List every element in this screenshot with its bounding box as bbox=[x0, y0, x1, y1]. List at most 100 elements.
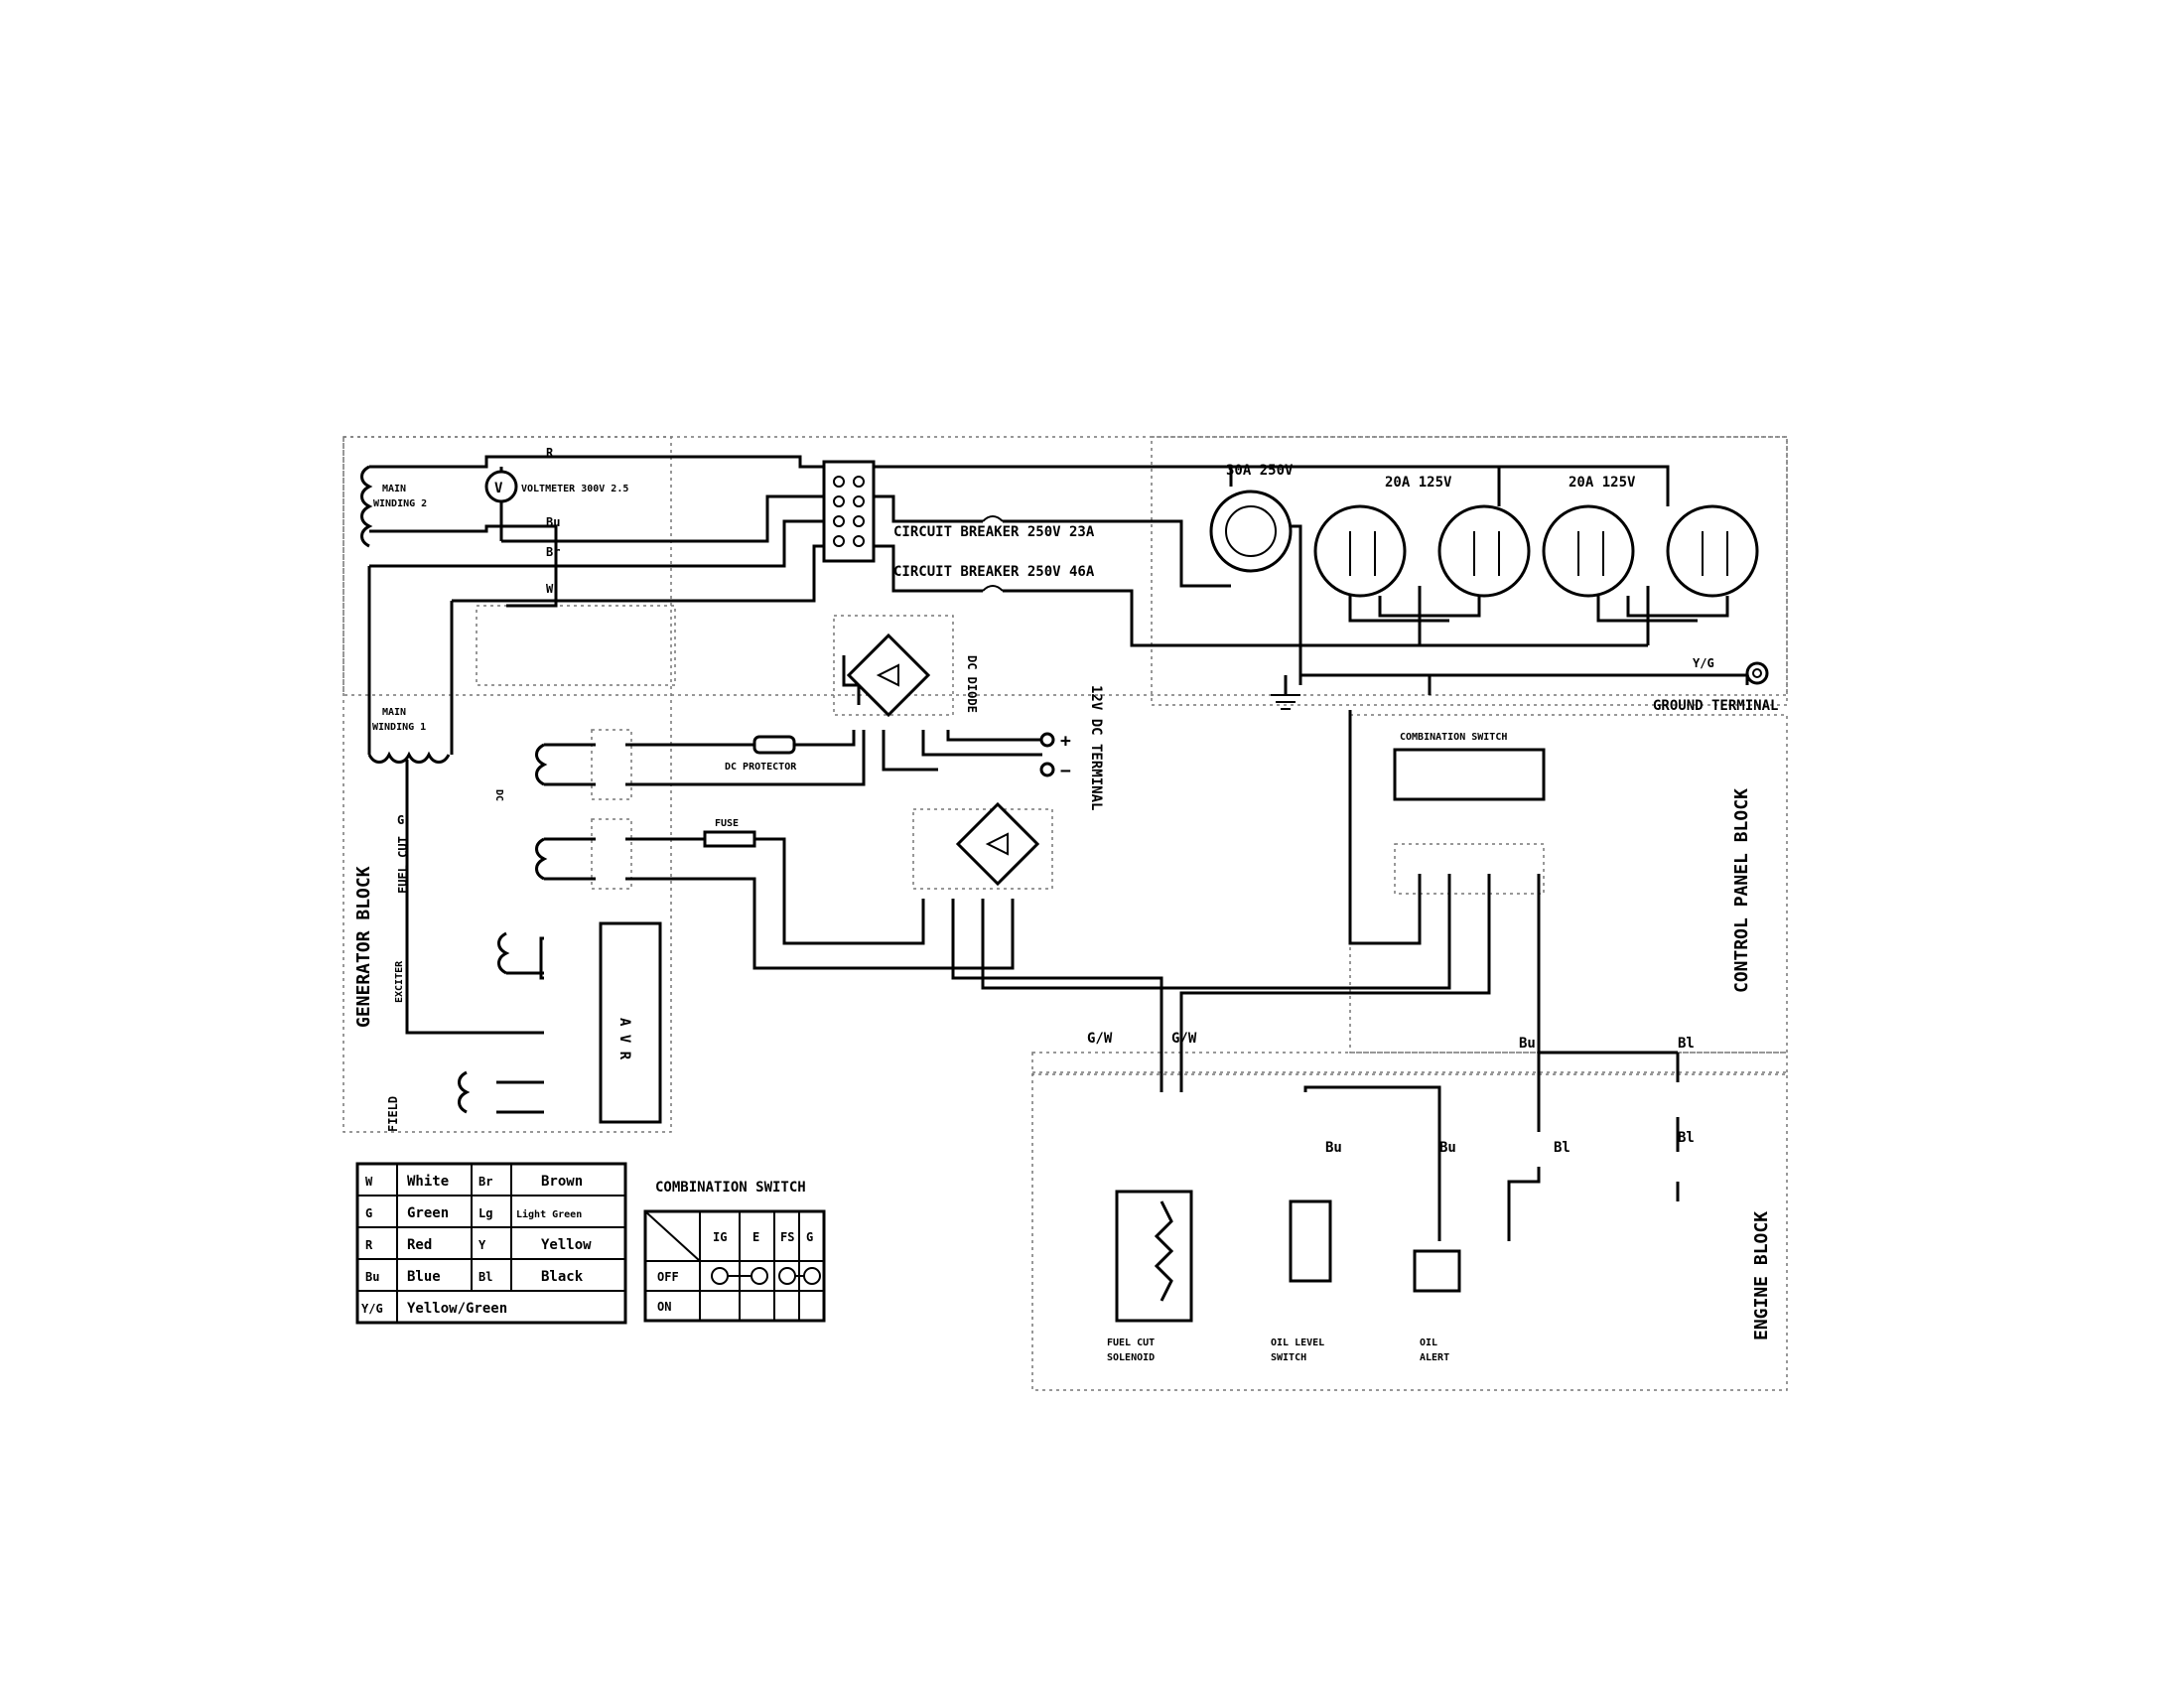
avr-label: A V R bbox=[616, 1018, 632, 1060]
legend-name: Yellow/Green bbox=[407, 1301, 507, 1317]
wire-tag-bl-2: Bl bbox=[1554, 1140, 1570, 1156]
main-winding-2-coil-icon bbox=[360, 465, 373, 548]
legend-rows: W White Br Brown G Green Lg Light Green … bbox=[361, 1174, 592, 1317]
outlet-20a-2-icon bbox=[1437, 504, 1531, 598]
wire-tag-br: Br bbox=[546, 545, 560, 559]
dc-minus-label: − bbox=[1060, 761, 1071, 781]
legend-name: Red bbox=[407, 1237, 432, 1253]
control-panel-block-label: CONTROL PANEL BLOCK bbox=[1731, 788, 1752, 993]
wire-tag-gw-2: G/W bbox=[1171, 1031, 1197, 1047]
oil-level-switch-label: OIL LEVEL bbox=[1271, 1337, 1324, 1348]
ground-icon bbox=[1271, 694, 1300, 710]
breaker-23a-icon bbox=[982, 515, 1004, 522]
field-winding-coil-icon bbox=[458, 1070, 471, 1114]
legend-name: Yellow bbox=[541, 1237, 592, 1253]
outlet-20a-2-label: 20A 125V bbox=[1569, 475, 1636, 491]
legend-name: Green bbox=[407, 1205, 449, 1221]
exciter-winding-coil-icon bbox=[497, 931, 510, 975]
outlet-30a-icon bbox=[1209, 490, 1293, 573]
fuel-cut-solenoid-icon bbox=[1115, 1190, 1193, 1323]
yg-label: Y/G bbox=[1693, 656, 1714, 670]
ground-terminal-label: GROUND TERMINAL bbox=[1653, 698, 1778, 714]
legend-name: White bbox=[407, 1174, 449, 1190]
rectifier-icon bbox=[955, 801, 1040, 887]
wire-tag-bu-2: Bu bbox=[1519, 1036, 1536, 1052]
legend-code: R bbox=[365, 1238, 373, 1252]
legend-code: W bbox=[365, 1175, 373, 1189]
wire-tag-g: G bbox=[397, 813, 404, 827]
dc-terminal-icon bbox=[1039, 732, 1055, 777]
legend-code: Y bbox=[478, 1238, 486, 1252]
switch-col-g: G bbox=[806, 1230, 813, 1244]
switch-table-title: COMBINATION SWITCH bbox=[655, 1180, 806, 1196]
wire-tag-r: R bbox=[546, 446, 554, 460]
circuit-breaker-23a-label: CIRCUIT BREAKER 250V 23A bbox=[893, 524, 1095, 540]
dc-plus-label: + bbox=[1060, 731, 1071, 752]
main-winding-1-coil-icon bbox=[367, 751, 451, 764]
switch-col-ig: IG bbox=[713, 1230, 727, 1244]
main-winding-1-label-2: WINDING 1 bbox=[372, 722, 426, 733]
oil-alert-label: OIL bbox=[1420, 1337, 1437, 1348]
wire-tag-bu-4: Bu bbox=[1439, 1140, 1456, 1156]
outlet-30a-label: 30A 250V bbox=[1226, 463, 1294, 479]
dc-diode-label: DC DIODE bbox=[965, 655, 979, 713]
fuel-cut-solenoid-label-2: SOLENOID bbox=[1107, 1352, 1155, 1363]
wire-tag-bu: Bu bbox=[546, 515, 560, 529]
main-winding-2-label-2: WINDING 2 bbox=[373, 498, 427, 509]
main-winding-1-label: MAIN bbox=[382, 707, 406, 718]
dc-terminal-label: 12V DC TERMINAL bbox=[1088, 685, 1104, 810]
oil-alert-label-2: ALERT bbox=[1420, 1352, 1449, 1363]
fuse-icon bbox=[703, 830, 756, 848]
legend-code: Bl bbox=[478, 1270, 492, 1284]
wire-tag-w: W bbox=[546, 582, 554, 596]
wire-tag-gw-1: G/W bbox=[1087, 1031, 1113, 1047]
outlet-20a-1-icon bbox=[1313, 504, 1407, 598]
combination-switch-label: COMBINATION SWITCH bbox=[1400, 732, 1507, 743]
switch-row-on: ON bbox=[657, 1300, 671, 1314]
fuel-cut-solenoid-label: FUEL CUT bbox=[1107, 1337, 1155, 1348]
fuse-label: FUSE bbox=[715, 818, 739, 829]
legend-code: Bu bbox=[365, 1270, 379, 1284]
fuel-cut-winding-label: FUEL CUT bbox=[396, 836, 410, 894]
outlet-20a-1-label: 20A 125V bbox=[1385, 475, 1452, 491]
switch-row-off: OFF bbox=[657, 1270, 679, 1284]
switch-col-fs: FS bbox=[780, 1230, 794, 1244]
legend-code: G bbox=[365, 1206, 372, 1220]
dc-winding-label: DC bbox=[493, 789, 504, 801]
dc-diode-icon bbox=[846, 633, 931, 718]
breaker-terminal-block bbox=[822, 460, 876, 563]
outlet-20a-4-icon bbox=[1666, 504, 1759, 598]
engine-block-label: ENGINE BLOCK bbox=[1751, 1211, 1772, 1340]
wire-tag-bl: Bl bbox=[1678, 1036, 1695, 1052]
avr-box bbox=[599, 921, 662, 1124]
wire-tags: R Bu Br W G G/W G/W Bu Bl Bu Bu Bl Bl bbox=[397, 446, 1695, 1156]
breaker-46a-icon bbox=[982, 585, 1004, 592]
outlet-20a-3-icon bbox=[1542, 504, 1635, 598]
switch-off-connection-icon bbox=[711, 1267, 821, 1285]
dc-protector-icon bbox=[752, 735, 796, 755]
voltmeter-label: VOLTMETER 300V 2.5 bbox=[521, 484, 628, 494]
voltmeter-symbol: V bbox=[494, 481, 503, 496]
legend-name: Brown bbox=[541, 1174, 583, 1190]
legend-name: Black bbox=[541, 1269, 584, 1285]
oil-level-switch-icon bbox=[1289, 1199, 1332, 1283]
legend-code: Lg bbox=[478, 1206, 492, 1220]
color-legend bbox=[355, 1162, 627, 1325]
combination-switch-box bbox=[1393, 748, 1546, 801]
switch-col-e: E bbox=[752, 1230, 759, 1244]
wire-tag-bl-3: Bl bbox=[1678, 1130, 1695, 1146]
legend-name: Light Green bbox=[516, 1208, 582, 1220]
wire-tag-bu-3: Bu bbox=[1325, 1140, 1342, 1156]
dc-protector-label: DC PROTECTOR bbox=[725, 762, 797, 773]
generator-block-label: GENERATOR BLOCK bbox=[353, 866, 374, 1028]
field-winding-label: FIELD bbox=[386, 1096, 400, 1132]
voltmeter-icon: V bbox=[484, 470, 518, 503]
oil-level-switch-label-2: SWITCH bbox=[1271, 1352, 1306, 1363]
oil-alert-icon bbox=[1413, 1249, 1461, 1293]
legend-name: Blue bbox=[407, 1269, 441, 1285]
main-winding-2-label: MAIN bbox=[382, 484, 406, 494]
switch-table bbox=[643, 1209, 826, 1323]
dc-winding-coil-icon bbox=[535, 743, 548, 786]
